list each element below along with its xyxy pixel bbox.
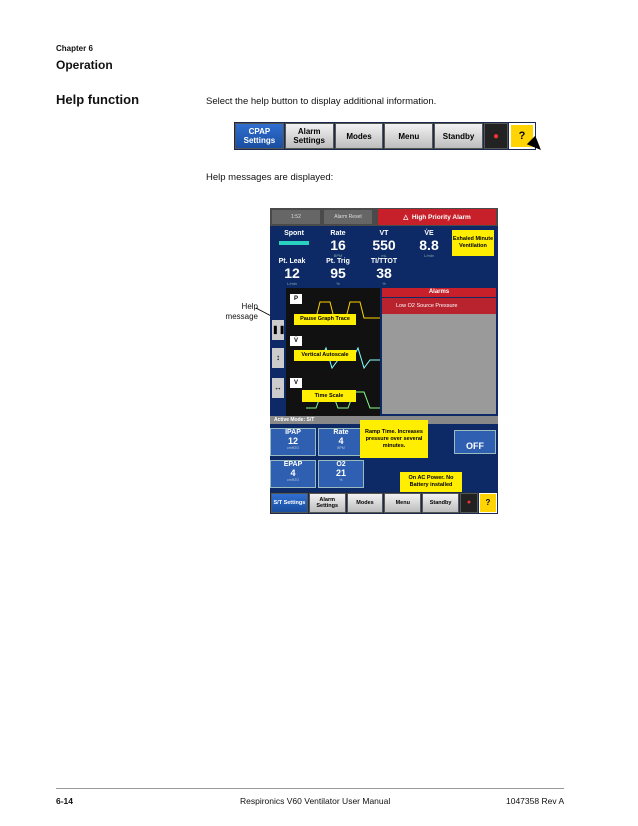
timescale-icon: ↔ [272, 378, 284, 398]
ramp-off-button: OFF [454, 430, 496, 454]
footer-title: Respironics V60 Ventilator User Manual [240, 796, 391, 806]
device-help-button: ? [478, 493, 497, 513]
autoscale-icon: ↕ [272, 348, 284, 368]
st-settings-button: S/T Settings [271, 493, 308, 513]
alarms-header: Alarms [382, 288, 496, 297]
alarm-panel [382, 314, 496, 414]
instruction-text: Select the help button to display additi… [206, 96, 437, 107]
top-nav-screenshot: CPAP Settings Alarm Settings Modes Menu … [234, 122, 536, 150]
subheading: Help function [56, 92, 140, 107]
page-number: 6-14 [56, 796, 74, 806]
standby-button: Standby [434, 123, 483, 149]
chapter-label: Chapter 6 [56, 44, 93, 53]
device-status-bar: 1:52 Alarm Reset △ High Priority Alarm [270, 208, 498, 226]
help-msg-ramp: Ramp Time. Increases pressure over sever… [360, 420, 428, 458]
power-status-icon: ● [483, 123, 508, 149]
alarm-settings-button: Alarm Settings [284, 123, 334, 149]
graph-label-p: P [290, 294, 302, 304]
monitor-spont: Spont [274, 230, 314, 245]
graph-label-vdot: V̇ [290, 336, 302, 346]
help-msg-pause: Pause Graph Trace [294, 314, 356, 325]
help-msg-autoscale: Vertical Autoscale [294, 350, 356, 361]
menu-button: Menu [384, 123, 434, 149]
help-msg-power: On AC Power. No Battery installed [400, 472, 462, 492]
device-nav-bar: S/T Settings Alarm Settings Modes Menu S… [270, 492, 498, 514]
help-msg-exhaled: Exhaled Minute Ventilation [452, 230, 494, 256]
device-menu-button: Menu [384, 493, 422, 513]
alarm-low-o2: Low O2 Source Pressure [382, 298, 496, 314]
help-msg-timescale: Time Scale [302, 390, 356, 402]
device-power-status-icon: ● [459, 493, 478, 513]
cpap-settings-button: CPAP Settings [235, 123, 284, 149]
alarm-reset-button: Alarm Reset [324, 210, 372, 224]
footer-revision: 1047358 Rev A [506, 796, 565, 806]
help-message-callout: Help message [225, 302, 258, 321]
high-priority-alarm-banner: △ High Priority Alarm [378, 209, 496, 225]
device-screenshot: 1:52 Alarm Reset △ High Priority Alarm S… [270, 208, 498, 514]
modes-button: Modes [334, 123, 384, 149]
section-title: Operation [56, 58, 113, 72]
alarm-silence-button: 1:52 [272, 210, 320, 224]
pause-graph-icon: ❚❚ [272, 320, 285, 340]
device-modes-button: Modes [346, 493, 384, 513]
footer-rule [56, 788, 564, 789]
device-alarm-settings-button: Alarm Settings [308, 493, 346, 513]
device-standby-button: Standby [422, 493, 459, 513]
help-button: ? [508, 123, 535, 149]
instruction-text-2: Help messages are displayed: [206, 172, 334, 183]
graph-label-v: V [290, 378, 302, 388]
